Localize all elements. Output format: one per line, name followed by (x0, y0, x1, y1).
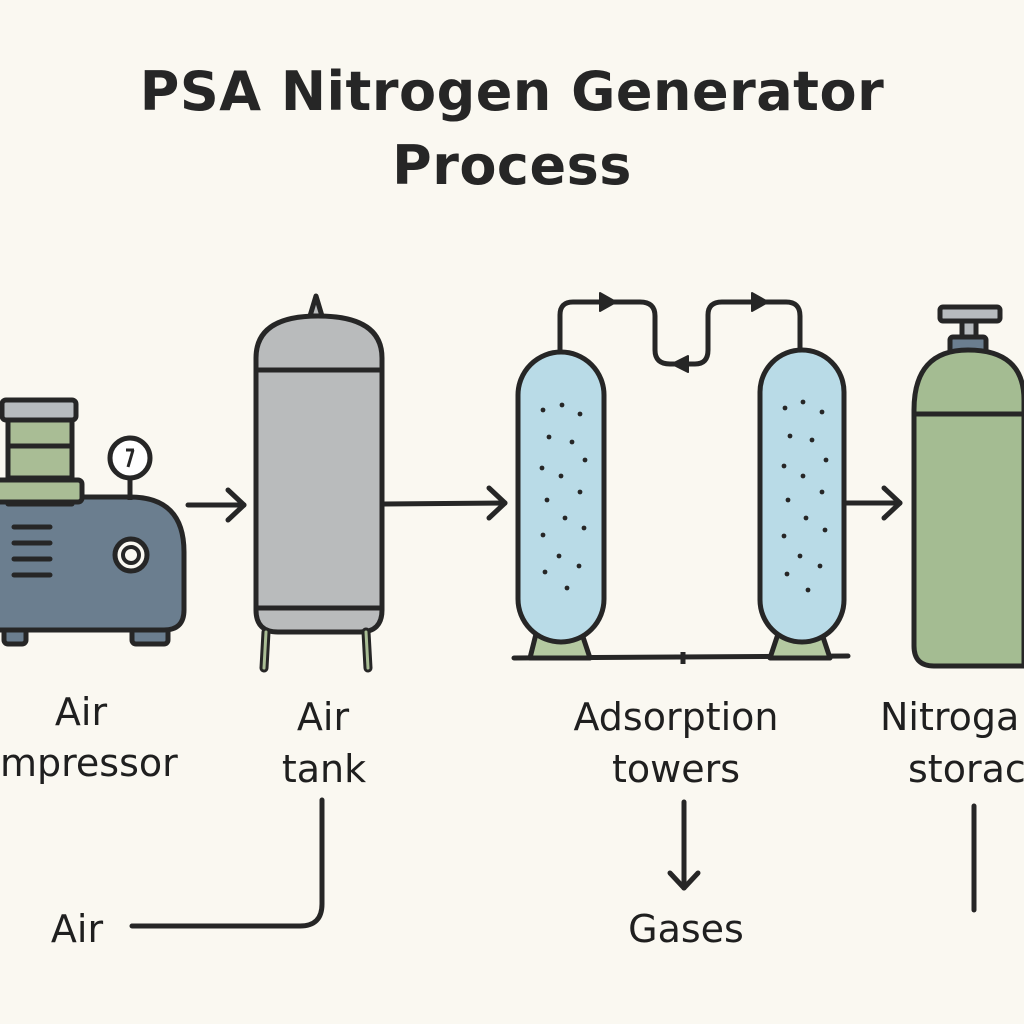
compressor-label-line-2: mpressor (0, 741, 178, 785)
diagram-title-line-1: PSA Nitrogen Generator (139, 60, 885, 123)
gases-outlet-label: Gases (628, 907, 744, 951)
gases-outlet-arrow (667, 799, 701, 891)
tank-label-line-1: Air (296, 695, 350, 739)
arrow-towers-to-storage (843, 485, 903, 521)
air-compressor-icon (0, 397, 187, 647)
air-inlet-line (129, 797, 325, 929)
towers-label-line-1: Adsorption (573, 695, 779, 739)
tank-label-line-2: tank (281, 747, 367, 791)
arrow-tank-to-towers (381, 485, 508, 521)
towers-label-line-2: towers (611, 747, 741, 791)
air-inlet-label: Air (50, 907, 104, 951)
nitrogen-cylinder-icon (911, 304, 1024, 669)
storage-label-line-2: storac (908, 747, 1024, 791)
compressor-label-line-1: Air (54, 690, 108, 734)
storage-label-line-1: Nitroga (880, 695, 1020, 739)
air-tank-icon (253, 293, 385, 673)
diagram-title-line-2: Process (392, 134, 632, 197)
adsorption-towers-icon (511, 292, 851, 664)
arrow-compressor-to-tank (185, 487, 247, 523)
